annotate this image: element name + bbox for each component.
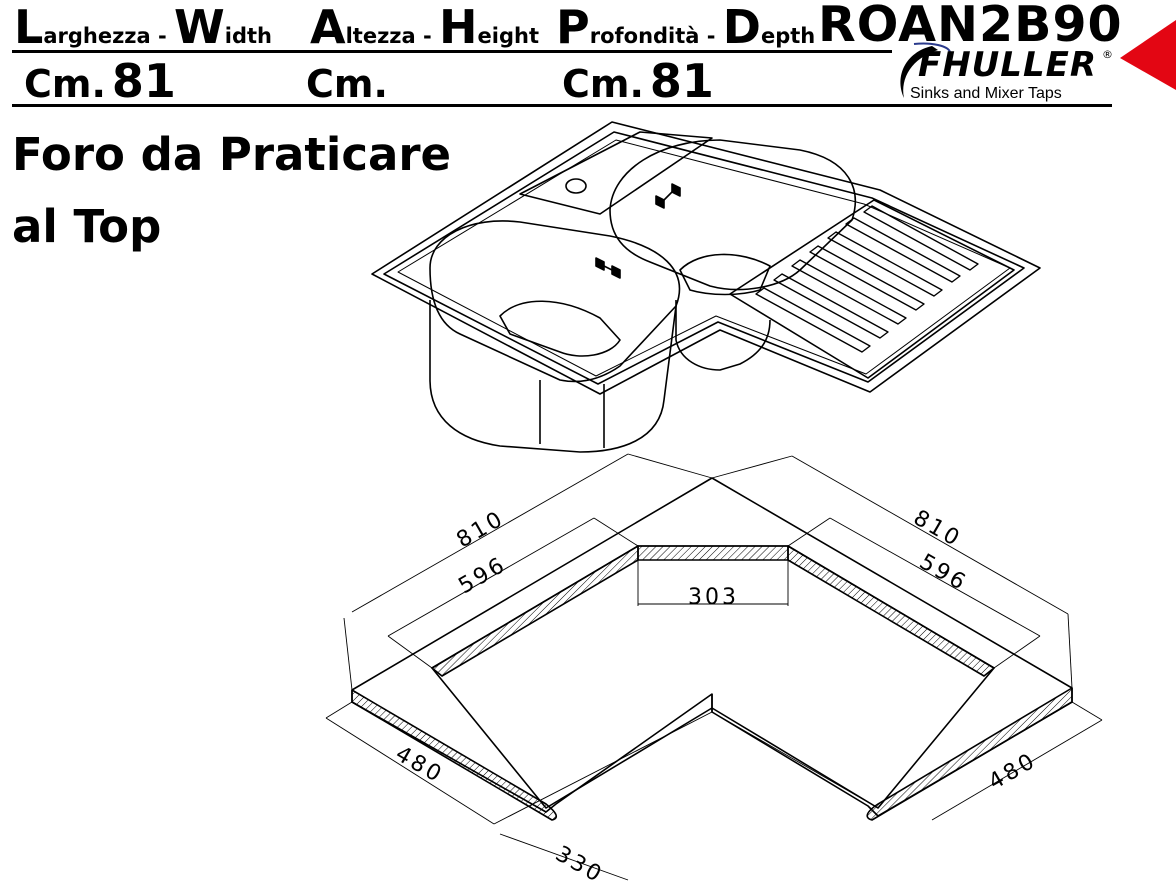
drainer-grooves	[755, 205, 979, 353]
hatched-right-edge	[787, 545, 995, 677]
header-rule-bottom	[12, 104, 1112, 107]
dim-back-edge: 303	[688, 585, 739, 610]
tap-hole	[565, 178, 587, 194]
sink-illustration	[371, 121, 1041, 453]
width-label: Larghezza - Width	[14, 0, 273, 54]
brand-name: FHULLER	[918, 45, 1098, 85]
dim-inner-left: 596	[455, 552, 512, 599]
sink-inner-rim	[383, 131, 1025, 385]
height-value: Cm.	[306, 62, 388, 106]
hatched-front-right	[866, 687, 1073, 821]
brand-swoosh-icon	[900, 42, 951, 98]
depth-label: Profondità - Depth	[556, 0, 816, 54]
dim-outer-left: 810	[453, 506, 510, 553]
model-code: ROAN2B90	[818, 0, 1123, 53]
hatched-front-left	[351, 689, 558, 821]
hatched-left-edge	[431, 545, 639, 677]
brand-tagline: Sinks and Mixer Taps	[910, 85, 1062, 102]
drainer-board	[729, 199, 1015, 379]
right-bowl	[609, 139, 856, 291]
dim-front-inner: 330	[551, 842, 608, 882]
section-title-line1: Foro da Praticare	[12, 128, 452, 181]
cutout-plan	[325, 453, 1103, 881]
height-label: Altezza - Height	[310, 0, 540, 54]
width-value: Cm.81	[24, 54, 176, 108]
tap-deck	[519, 131, 713, 215]
depth-value: Cm.81	[562, 54, 714, 108]
section-title-line2: al Top	[12, 200, 162, 253]
dim-outer-right: 810	[909, 506, 966, 553]
brand-reg: ®	[1102, 48, 1113, 61]
brand-logo: FHULLER ® Sinks and Mixer Taps	[888, 40, 1116, 106]
header-rule-top	[12, 50, 892, 53]
hatched-back-edge	[637, 545, 789, 561]
dim-inner-right: 596	[915, 550, 972, 597]
dim-depth-right: 480	[985, 748, 1042, 795]
dimension-lines	[325, 453, 1103, 881]
red-arrow-icon	[1120, 20, 1176, 90]
left-bowl	[429, 220, 681, 383]
